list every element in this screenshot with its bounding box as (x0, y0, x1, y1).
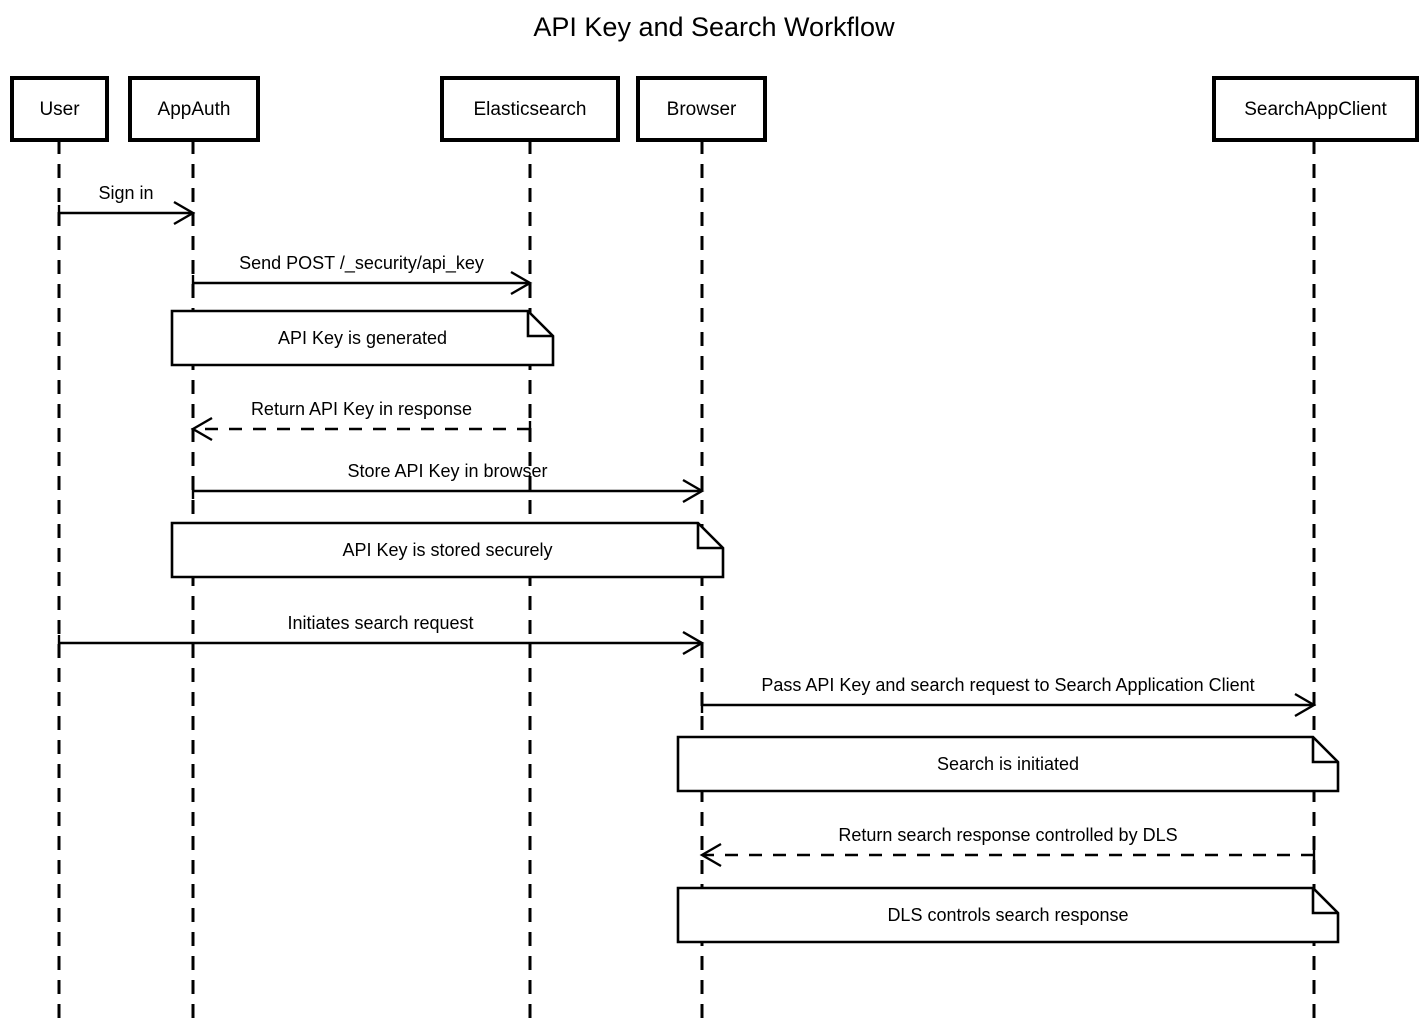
participant-elastic[interactable]: Elasticsearch (440, 76, 620, 142)
message-m7: Return search response controlled by DLS (699, 825, 1316, 868)
message-m4: Store API Key in browser (191, 461, 705, 504)
message-label-m5: Initiates search request (287, 613, 473, 633)
message-m2: Send POST /_security/api_key (191, 253, 533, 296)
note-body-n3 (676, 735, 1340, 793)
message-arrowhead-m4 (682, 478, 705, 504)
message-m6: Pass API Key and search request to Searc… (700, 675, 1317, 718)
participant-box-user (10, 76, 109, 142)
note-label-n3: Search is initiated (937, 754, 1079, 774)
message-arrowhead-m6 (1294, 692, 1317, 718)
note-n3: Search is initiated (676, 735, 1340, 793)
message-label-m4: Store API Key in browser (347, 461, 547, 481)
note-n4: DLS controls search response (676, 886, 1340, 944)
note-label-n1: API Key is generated (278, 328, 447, 348)
note-fold-corner-n3 (1311, 737, 1338, 764)
message-arrowhead-m5 (682, 630, 705, 656)
participant-box-appauth (128, 76, 260, 142)
note-body-n2 (170, 521, 725, 579)
message-arrowhead-m1 (173, 200, 196, 226)
participant-label-user: User (39, 99, 80, 120)
message-label-m6: Pass API Key and search request to Searc… (761, 675, 1254, 695)
participant-box-elastic (440, 76, 620, 142)
note-fold-corner-n1 (526, 311, 553, 338)
participant-appauth[interactable]: AppAuth (128, 76, 260, 142)
participant-label-browser: Browser (667, 99, 737, 120)
message-label-m2: Send POST /_security/api_key (239, 253, 484, 274)
participant-box-searchapp (1212, 76, 1419, 142)
participant-user[interactable]: User (10, 76, 109, 142)
messages-group: Sign in Send POST /_security/api_keyRetur… (57, 183, 1317, 868)
note-body-n4 (676, 886, 1340, 944)
message-arrowhead-m7 (699, 842, 722, 868)
participant-box-browser (636, 76, 767, 142)
participant-label-elastic: Elasticsearch (474, 99, 587, 120)
note-n2: API Key is stored securely (170, 521, 725, 579)
participants-group: User AppAuth Elasticsearch Browser SearchApp… (10, 76, 1419, 142)
message-arrowhead-m2 (510, 270, 533, 296)
note-body-n1 (170, 309, 555, 367)
participant-browser[interactable]: Browser (636, 76, 767, 142)
note-fold-corner-n4 (1311, 888, 1338, 915)
message-m5: Initiates search request (57, 613, 705, 656)
participant-label-appauth: AppAuth (158, 99, 231, 120)
message-label-m7: Return search response controlled by DLS (838, 825, 1177, 845)
page-title: API Key and Search Workflow (533, 12, 895, 42)
message-label-m1: Sign in (98, 183, 153, 203)
message-label-m3: Return API Key in response (251, 399, 472, 419)
message-arrowhead-m3 (190, 416, 213, 442)
participant-label-searchapp: SearchAppClient (1244, 99, 1387, 120)
note-n1: API Key is generated (170, 309, 555, 367)
note-label-n2: API Key is stored securely (342, 540, 552, 560)
note-fold-corner-n2 (696, 523, 723, 550)
message-m1: Sign in (57, 183, 196, 226)
participant-searchapp[interactable]: SearchAppClient (1212, 76, 1419, 142)
note-label-n4: DLS controls search response (887, 905, 1128, 925)
message-m3: Return API Key in response (190, 399, 532, 442)
